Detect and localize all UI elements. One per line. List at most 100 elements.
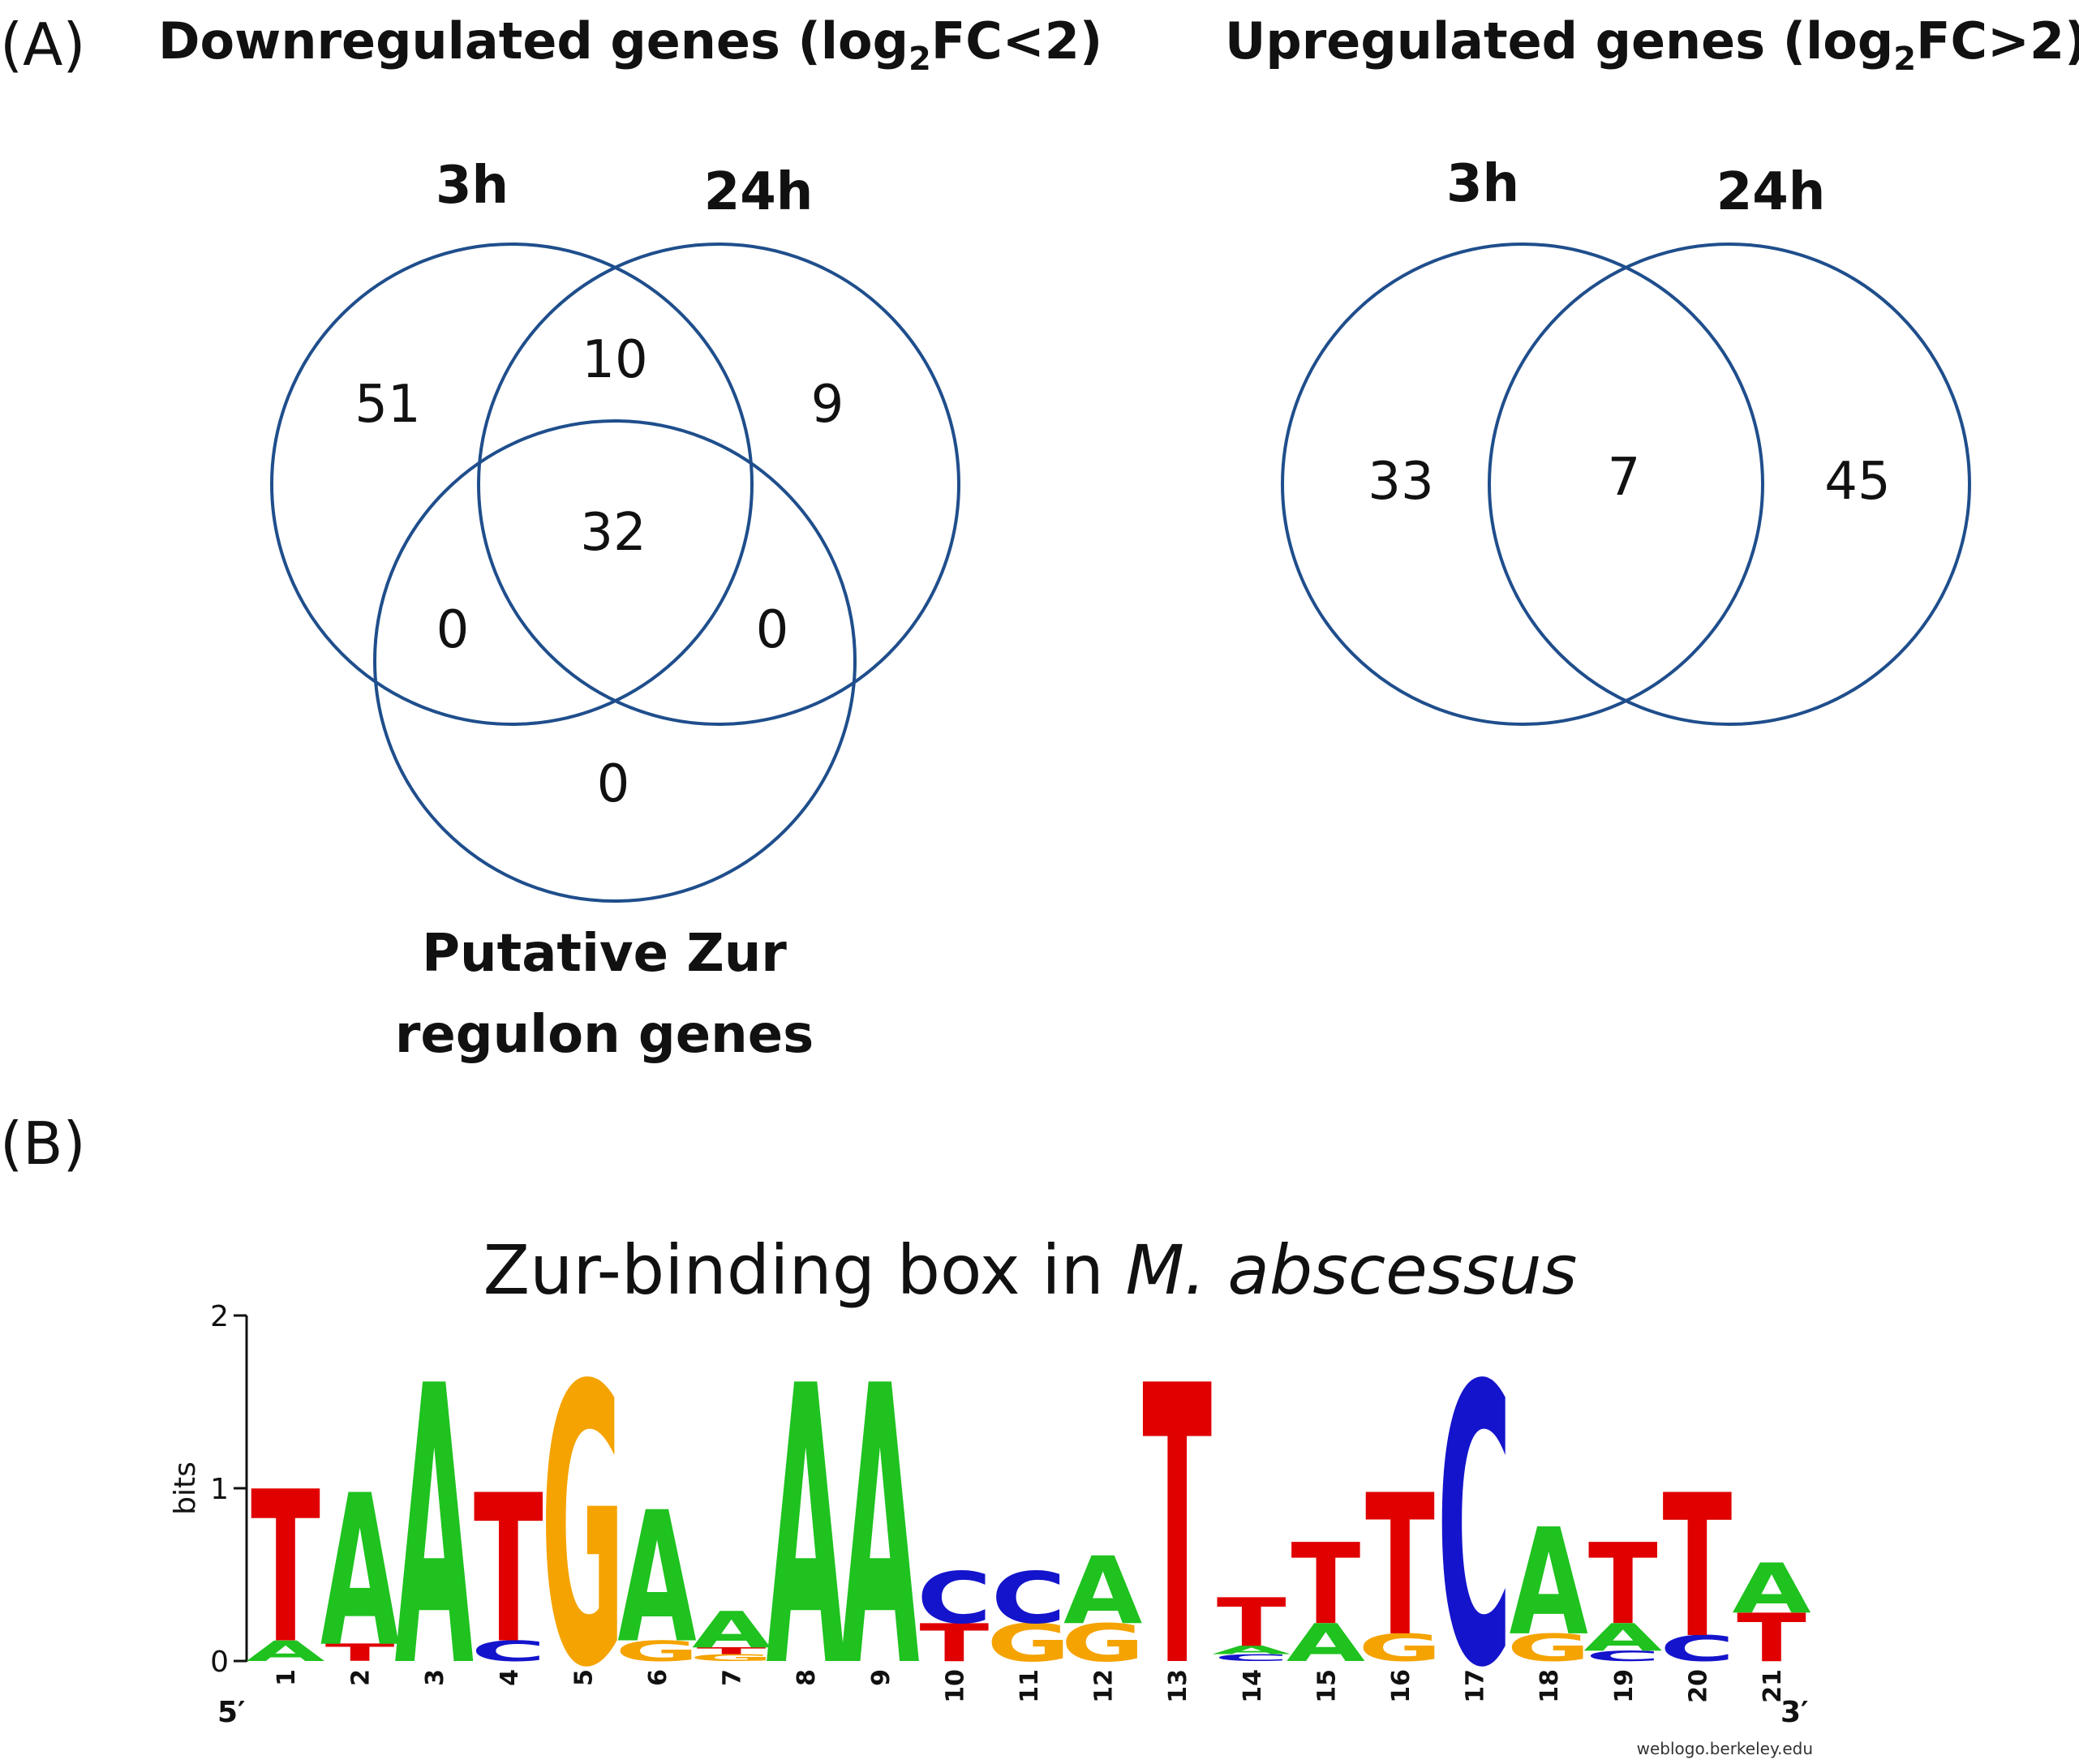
logo-letter-a: A — [1583, 1616, 1662, 1659]
logo-letter-a: A — [320, 1450, 399, 1693]
venn-down-count-all: 32 — [580, 503, 646, 563]
logo-position-label: 3 — [421, 1669, 449, 1686]
logo-position-label: 12 — [1090, 1669, 1119, 1703]
logo-letter-g: G — [1061, 1612, 1145, 1673]
logo-letter-c: C — [471, 1634, 546, 1667]
venn-up-circle-24h — [1488, 242, 1971, 726]
down-title-main: Downregulated genes (log — [158, 11, 908, 71]
logo-position-label: 5 — [569, 1669, 598, 1686]
venn-down-label-zur-line2: regulon genes — [395, 1005, 814, 1065]
logo-position-label: 16 — [1387, 1669, 1415, 1703]
logo-letter-c: C — [1660, 1629, 1734, 1670]
logo-position-label: 14 — [1239, 1669, 1267, 1703]
venn-up-count-both: 7 — [1608, 448, 1641, 508]
logo-position-label: 4 — [496, 1669, 524, 1686]
logo-title-species: M. abscessus — [1126, 1230, 1578, 1310]
venn-down-label-3h: 3h — [436, 156, 509, 216]
panel-a: (A) Downregulated genes (log2FC<2) Upreg… — [0, 11, 2079, 1065]
logo-y-tick-label-2: 2 — [210, 1300, 229, 1333]
venn-down-count-24h-zur: 0 — [756, 600, 789, 660]
venn-down-circle-24h — [477, 242, 960, 726]
panel-b: (B) Zur-binding box in M. abscessus 0 1 … — [0, 1109, 1813, 1758]
logo-position-label: 17 — [1462, 1669, 1490, 1703]
logo-letter-t: T — [1291, 1521, 1361, 1650]
up-title-end: FC>2) — [1916, 11, 2079, 71]
up-title: Upregulated genes (log2FC>2) — [1225, 11, 2079, 78]
venn-down-count-3h-zur: 0 — [436, 600, 470, 660]
venn-up-count-only-24h: 45 — [1824, 452, 1890, 512]
venn-down-count-3h-24h: 10 — [582, 330, 647, 390]
logo-position-label: 9 — [867, 1669, 896, 1686]
logo-letter-a: A — [840, 1305, 920, 1752]
logo-letter-c: C — [917, 1557, 991, 1641]
logo-letter-t: T — [1365, 1455, 1435, 1680]
logo-letter-t: T — [1588, 1521, 1658, 1650]
down-title: Downregulated genes (log2FC<2) — [158, 11, 1102, 78]
logo-letter-t: T — [474, 1452, 543, 1689]
panel-b-label: (B) — [0, 1109, 86, 1178]
down-title-end: FC<2) — [931, 11, 1102, 71]
logo-letter-t: T — [1663, 1453, 1733, 1681]
venn-down-circle-3h — [270, 242, 754, 726]
logo-letter-g: G — [1358, 1626, 1441, 1670]
logo-letter-a: A — [395, 1305, 475, 1752]
logo-three-prime: 3′ — [1780, 1696, 1809, 1729]
logo-position-label: 18 — [1536, 1669, 1564, 1703]
logo-position-label: 10 — [941, 1669, 969, 1703]
logo-position-label: 13 — [1164, 1669, 1192, 1703]
logo-letter-g: G — [986, 1612, 1070, 1673]
logo-letter-a: A — [1212, 1643, 1291, 1657]
logo-five-prime: 5′ — [217, 1696, 246, 1729]
logo-letter-c: C — [1586, 1648, 1660, 1664]
venn-down-count-only-24h: 9 — [811, 375, 844, 435]
logo-letter-t: T — [1142, 1305, 1212, 1752]
logo-letter-a: A — [1732, 1550, 1811, 1629]
logo-letter-g: G — [541, 1305, 625, 1752]
logo-position-label: 1 — [273, 1669, 301, 1686]
venn-up-label-3h: 3h — [1446, 154, 1519, 214]
logo-position-label: 8 — [793, 1669, 821, 1686]
logo-position-label: 2 — [347, 1669, 376, 1686]
logo-y-tick-label-1: 1 — [210, 1473, 229, 1506]
logo-letter-g: G — [689, 1652, 773, 1663]
logo-y-tick-label-0: 0 — [210, 1646, 229, 1679]
venn-down-count-only-zur: 0 — [597, 754, 630, 814]
logo-letter-t: T — [325, 1639, 395, 1667]
down-title-sub: 2 — [908, 41, 931, 78]
venn-down-label-zur-line1: Putative Zur — [422, 924, 787, 984]
logo-letter-g: G — [615, 1634, 698, 1667]
logo-letter-a: A — [617, 1474, 696, 1683]
venn-up-label-24h: 24h — [1716, 162, 1826, 222]
logo-position-label: 6 — [644, 1669, 672, 1686]
logo-letter-c: C — [991, 1557, 1066, 1641]
logo-letter-a: A — [1286, 1612, 1365, 1673]
logo-letter-g: G — [1507, 1626, 1591, 1670]
logo-letter-t: T — [697, 1646, 767, 1657]
venn-down-count-only-3h: 51 — [354, 375, 420, 435]
logo-letter-c: C — [1437, 1305, 1511, 1752]
logo-letter-a: A — [1063, 1539, 1143, 1646]
venn-up-circle-3h — [1281, 242, 1764, 726]
logo-credit: weblogo.berkeley.edu — [1637, 1739, 1813, 1758]
logo-position-label: 19 — [1610, 1669, 1639, 1703]
venn-downregulated: 3h 24h 51 10 9 32 0 0 0 Putative Zur reg… — [270, 156, 960, 1065]
logo-y-axis: 0 1 2 bits — [169, 1300, 248, 1679]
logo-letter-a: A — [692, 1602, 771, 1659]
logo-position-label: 21 — [1759, 1669, 1787, 1703]
venn-down-label-24h: 24h — [704, 162, 814, 222]
panel-a-label: (A) — [0, 11, 85, 79]
logo-letter-a: A — [1510, 1497, 1588, 1668]
up-title-main: Upregulated genes (log — [1225, 11, 1893, 71]
logo-position-label: 7 — [719, 1669, 747, 1686]
logo-letter-a: A — [767, 1305, 846, 1752]
logo-letter-t: T — [1737, 1600, 1806, 1677]
venn-upregulated: 3h 24h 33 7 45 — [1281, 154, 1971, 726]
logo-y-axis-label: bits — [169, 1461, 202, 1515]
logo-title: Zur-binding box in M. abscessus — [483, 1230, 1578, 1310]
logo-letter-c: C — [1214, 1652, 1289, 1663]
logo-letter-t: T — [920, 1612, 990, 1673]
logo-position-label: 11 — [1016, 1669, 1044, 1703]
